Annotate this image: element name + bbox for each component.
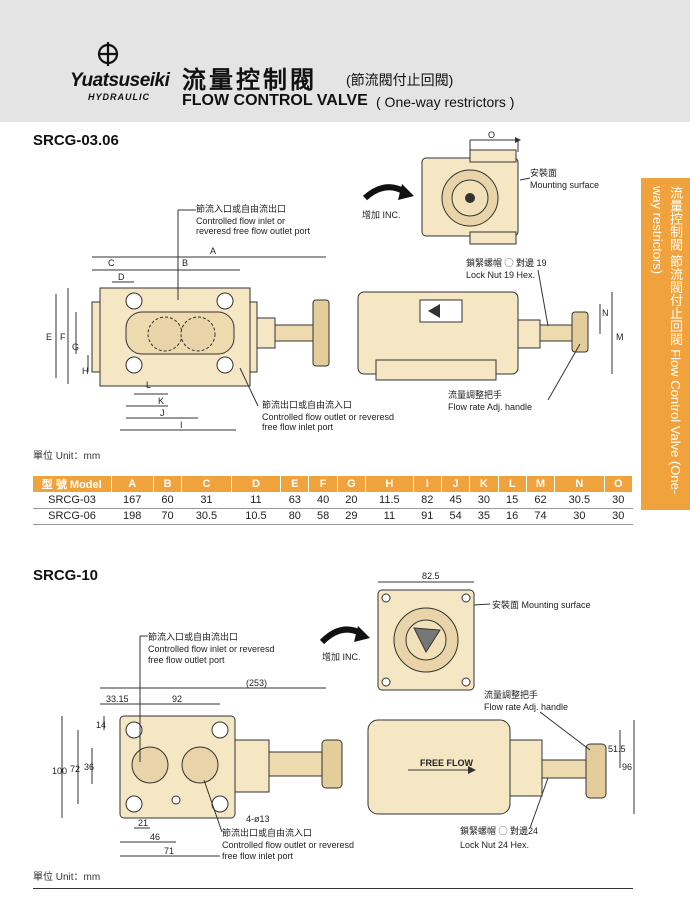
s2-front-view bbox=[119, 715, 343, 819]
s2-outlet-en2: free flow inlet port bbox=[222, 851, 294, 861]
dim-O-label: O bbox=[488, 130, 495, 140]
page-title-en-sub: ( One-way restrictors ) bbox=[376, 94, 515, 110]
brand-logo-mark bbox=[97, 42, 119, 66]
svg-text:B: B bbox=[182, 258, 188, 268]
svg-text:36: 36 bbox=[84, 762, 94, 772]
section1-drawing: O 增加 INC. 安裝面 Mounting surface bbox=[46, 130, 624, 432]
s1-handle-en: Flow rate Adj. handle bbox=[448, 402, 532, 412]
table-row: SRCG-03 167 60 31 11 63 40 20 11.5 82 45… bbox=[33, 492, 633, 509]
s2-side-view: FREE FLOW bbox=[367, 719, 607, 815]
s1-handle-zh: 流量調整把手 bbox=[448, 389, 502, 400]
s1-side-view bbox=[357, 291, 589, 381]
s2-top-view: 82.5 bbox=[377, 571, 475, 691]
svg-text:21: 21 bbox=[138, 818, 148, 828]
svg-text:4-ø13: 4-ø13 bbox=[246, 814, 270, 824]
page-title-zh: 流量控制閥 bbox=[182, 67, 317, 94]
svg-text:(253): (253) bbox=[246, 678, 267, 688]
svg-text:51.5: 51.5 bbox=[608, 744, 626, 754]
s2-dim-values: (253) 33.15 92 14 36 72 100 21 46 71 51.… bbox=[52, 678, 632, 856]
s1-inlet-zh: 節流入口或自由流出口 bbox=[196, 203, 286, 214]
spec-table-header: 型 號 Model A B C D E F G H I J K L M N O bbox=[33, 476, 634, 492]
svg-text:72: 72 bbox=[70, 764, 80, 774]
bottom-rule bbox=[33, 888, 633, 889]
svg-text:14: 14 bbox=[96, 720, 106, 730]
s1-outlet-en2: free flow inlet port bbox=[262, 422, 334, 432]
inc-label: 增加 INC. bbox=[362, 209, 401, 220]
s2-mounting: 安裝面 Mounting surface bbox=[492, 599, 591, 610]
svg-text:96: 96 bbox=[622, 762, 632, 772]
s1-inlet-en1: Controlled flow inlet or bbox=[196, 216, 285, 226]
s1-dims bbox=[55, 256, 613, 431]
svg-text:33.15: 33.15 bbox=[106, 694, 129, 704]
svg-text:82.5: 82.5 bbox=[422, 571, 440, 581]
s1-front-view bbox=[91, 287, 330, 387]
svg-text:100: 100 bbox=[52, 766, 67, 776]
s1-inlet-en2: reveresd free flow outlet port bbox=[196, 226, 311, 236]
s2-inlet-en1: Controlled flow inlet or reveresd bbox=[148, 644, 275, 654]
s1-locknut-zh: 鎖緊螺帽 ◯ 對邊 19 bbox=[466, 257, 547, 268]
section2-model-title: SRCG-10 bbox=[33, 567, 99, 584]
s1-top-view: O bbox=[421, 130, 521, 245]
s2-inlet-en2: free flow outlet port bbox=[148, 655, 225, 665]
section1-model-title: SRCG-03.06 bbox=[33, 132, 119, 149]
svg-text:L: L bbox=[146, 380, 151, 390]
s2-inlet-zh: 節流入口或自由流出口 bbox=[148, 631, 238, 642]
side-tab bbox=[641, 178, 690, 510]
svg-text:M: M bbox=[616, 332, 624, 342]
spec-header-model: 型 號 Model bbox=[33, 476, 112, 492]
free-flow-label: FREE FLOW bbox=[420, 758, 473, 768]
page-title-zh-sub: (節流閥付止回閥) bbox=[346, 72, 454, 88]
svg-text:E: E bbox=[46, 332, 52, 342]
svg-text:F: F bbox=[60, 332, 66, 342]
side-tab-label: 流量控制閥 節流閥付止回閥 Flow Control Valve (One-wa… bbox=[650, 186, 683, 495]
s2-locknut-en: Lock Nut 24 Hex. bbox=[460, 840, 529, 850]
s1-dim-letters: A B C D E F G H I J K L M N bbox=[46, 246, 624, 430]
svg-text:46: 46 bbox=[150, 832, 160, 842]
spec-table: 型 號 Model A B C D E F G H I J K L M N O … bbox=[33, 476, 634, 525]
svg-text:71: 71 bbox=[164, 846, 174, 856]
brand-name: Yuatsuseiki bbox=[70, 70, 170, 91]
svg-text:A: A bbox=[210, 246, 216, 256]
table-row: SRCG-06 198 70 30.5 10.5 80 58 29 11 91 … bbox=[33, 508, 633, 525]
s1-locknut-en: Lock Nut 19 Hex. bbox=[466, 270, 535, 280]
section2-drawing: 82.5 增加 INC. 安裝面 Mounting surface FREE F… bbox=[52, 571, 635, 861]
brand-sub: HYDRAULIC bbox=[88, 92, 150, 102]
svg-text:G: G bbox=[72, 342, 79, 352]
svg-text:H: H bbox=[82, 366, 89, 376]
mounting-zh: 安裝面 bbox=[530, 167, 557, 178]
svg-text:92: 92 bbox=[172, 694, 182, 704]
mounting-en: Mounting surface bbox=[530, 180, 599, 190]
s2-dims bbox=[61, 687, 635, 857]
svg-text:N: N bbox=[602, 308, 609, 318]
s2-outlet-zh: 節流出口或自由流入口 bbox=[222, 827, 312, 838]
s1-outlet-zh: 節流出口或自由流入口 bbox=[262, 399, 352, 410]
s1-outlet-en1: Controlled flow outlet or reveresd bbox=[262, 412, 394, 422]
s2-unit: 單位 Unit：mm bbox=[33, 872, 101, 883]
s2-handle-en: Flow rate Adj. handle bbox=[484, 702, 568, 712]
svg-text:I: I bbox=[180, 420, 183, 430]
s2-locknut-zh: 鎖緊螺帽 ◯ 對邊24 bbox=[460, 825, 538, 836]
svg-text:C: C bbox=[108, 258, 115, 268]
s1-unit: 單位 Unit：mm bbox=[33, 451, 101, 462]
page-title-en: FLOW CONTROL VALVE bbox=[182, 92, 368, 109]
s2-outlet-en1: Controlled flow outlet or reveresd bbox=[222, 840, 354, 850]
svg-text:D: D bbox=[118, 272, 125, 282]
s2-handle-zh: 流量調整把手 bbox=[484, 689, 538, 700]
svg-text:J: J bbox=[160, 408, 165, 418]
svg-text:K: K bbox=[158, 396, 164, 406]
s2-inc-label: 增加 INC. bbox=[322, 651, 361, 662]
